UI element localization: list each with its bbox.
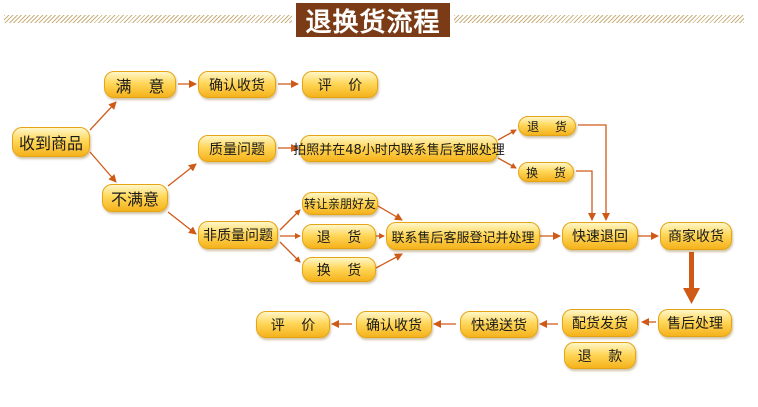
arrow-nonquality-transfer [279,209,301,231]
node-received: 收到商品 [12,127,90,157]
node-return-goods: 退 货 [302,224,376,249]
title-stripe-left [4,15,292,23]
node-contact-register: 联系售后客服登记并处理 [386,222,540,250]
arrow-contact-exchange [497,157,517,169]
node-unsatisfied: 不满意 [102,184,168,212]
arrow-unsatisfied-nonquality [167,211,197,235]
title-stripe-right [454,15,744,23]
node-satisfied: 满 意 [104,71,176,98]
page-title: 退换货流程 [296,3,450,38]
arrow-nonquality-exchange [279,241,301,263]
node-express-ship: 快递送货 [460,311,538,338]
arrow-exchange-register [375,253,403,269]
node-exchange-small: 换 货 [518,162,574,182]
arrow-received-unsatisfied [89,151,117,183]
node-after-sales: 售后处理 [658,309,732,337]
arrow-merchant-aftersales [683,252,700,304]
node-non-quality-issue: 非质量问题 [198,221,278,249]
node-exchange-goods: 换 货 [302,257,376,282]
arrow-return-express [578,124,610,221]
title-bar: 退换货流程 [0,0,758,40]
node-transfer-gift: 转让亲朋好友 [302,192,378,215]
node-contact-48h: 拍照并在48小时内联系售后客服处理 [293,135,505,162]
arrow-contact-return [497,129,517,141]
node-ship-replacement: 配货发货 [562,309,638,337]
node-confirm-bottom: 确认收货 [356,311,432,338]
arrow-exchange-express [576,170,596,221]
node-merchant-receive: 商家收货 [660,222,732,250]
node-quality-issue: 质量问题 [198,135,276,162]
arrow-unsatisfied-quality [167,163,197,187]
arrow-transfer-register [377,205,403,221]
node-review-bottom: 评 价 [256,311,330,338]
node-confirm-top: 确认收货 [198,71,276,98]
node-review-top: 评 价 [302,71,378,98]
node-return-small: 退 货 [518,116,576,136]
node-express-return: 快速退回 [562,222,638,250]
arrow-received-satisfied [89,101,117,131]
node-refund: 退 款 [564,342,636,369]
